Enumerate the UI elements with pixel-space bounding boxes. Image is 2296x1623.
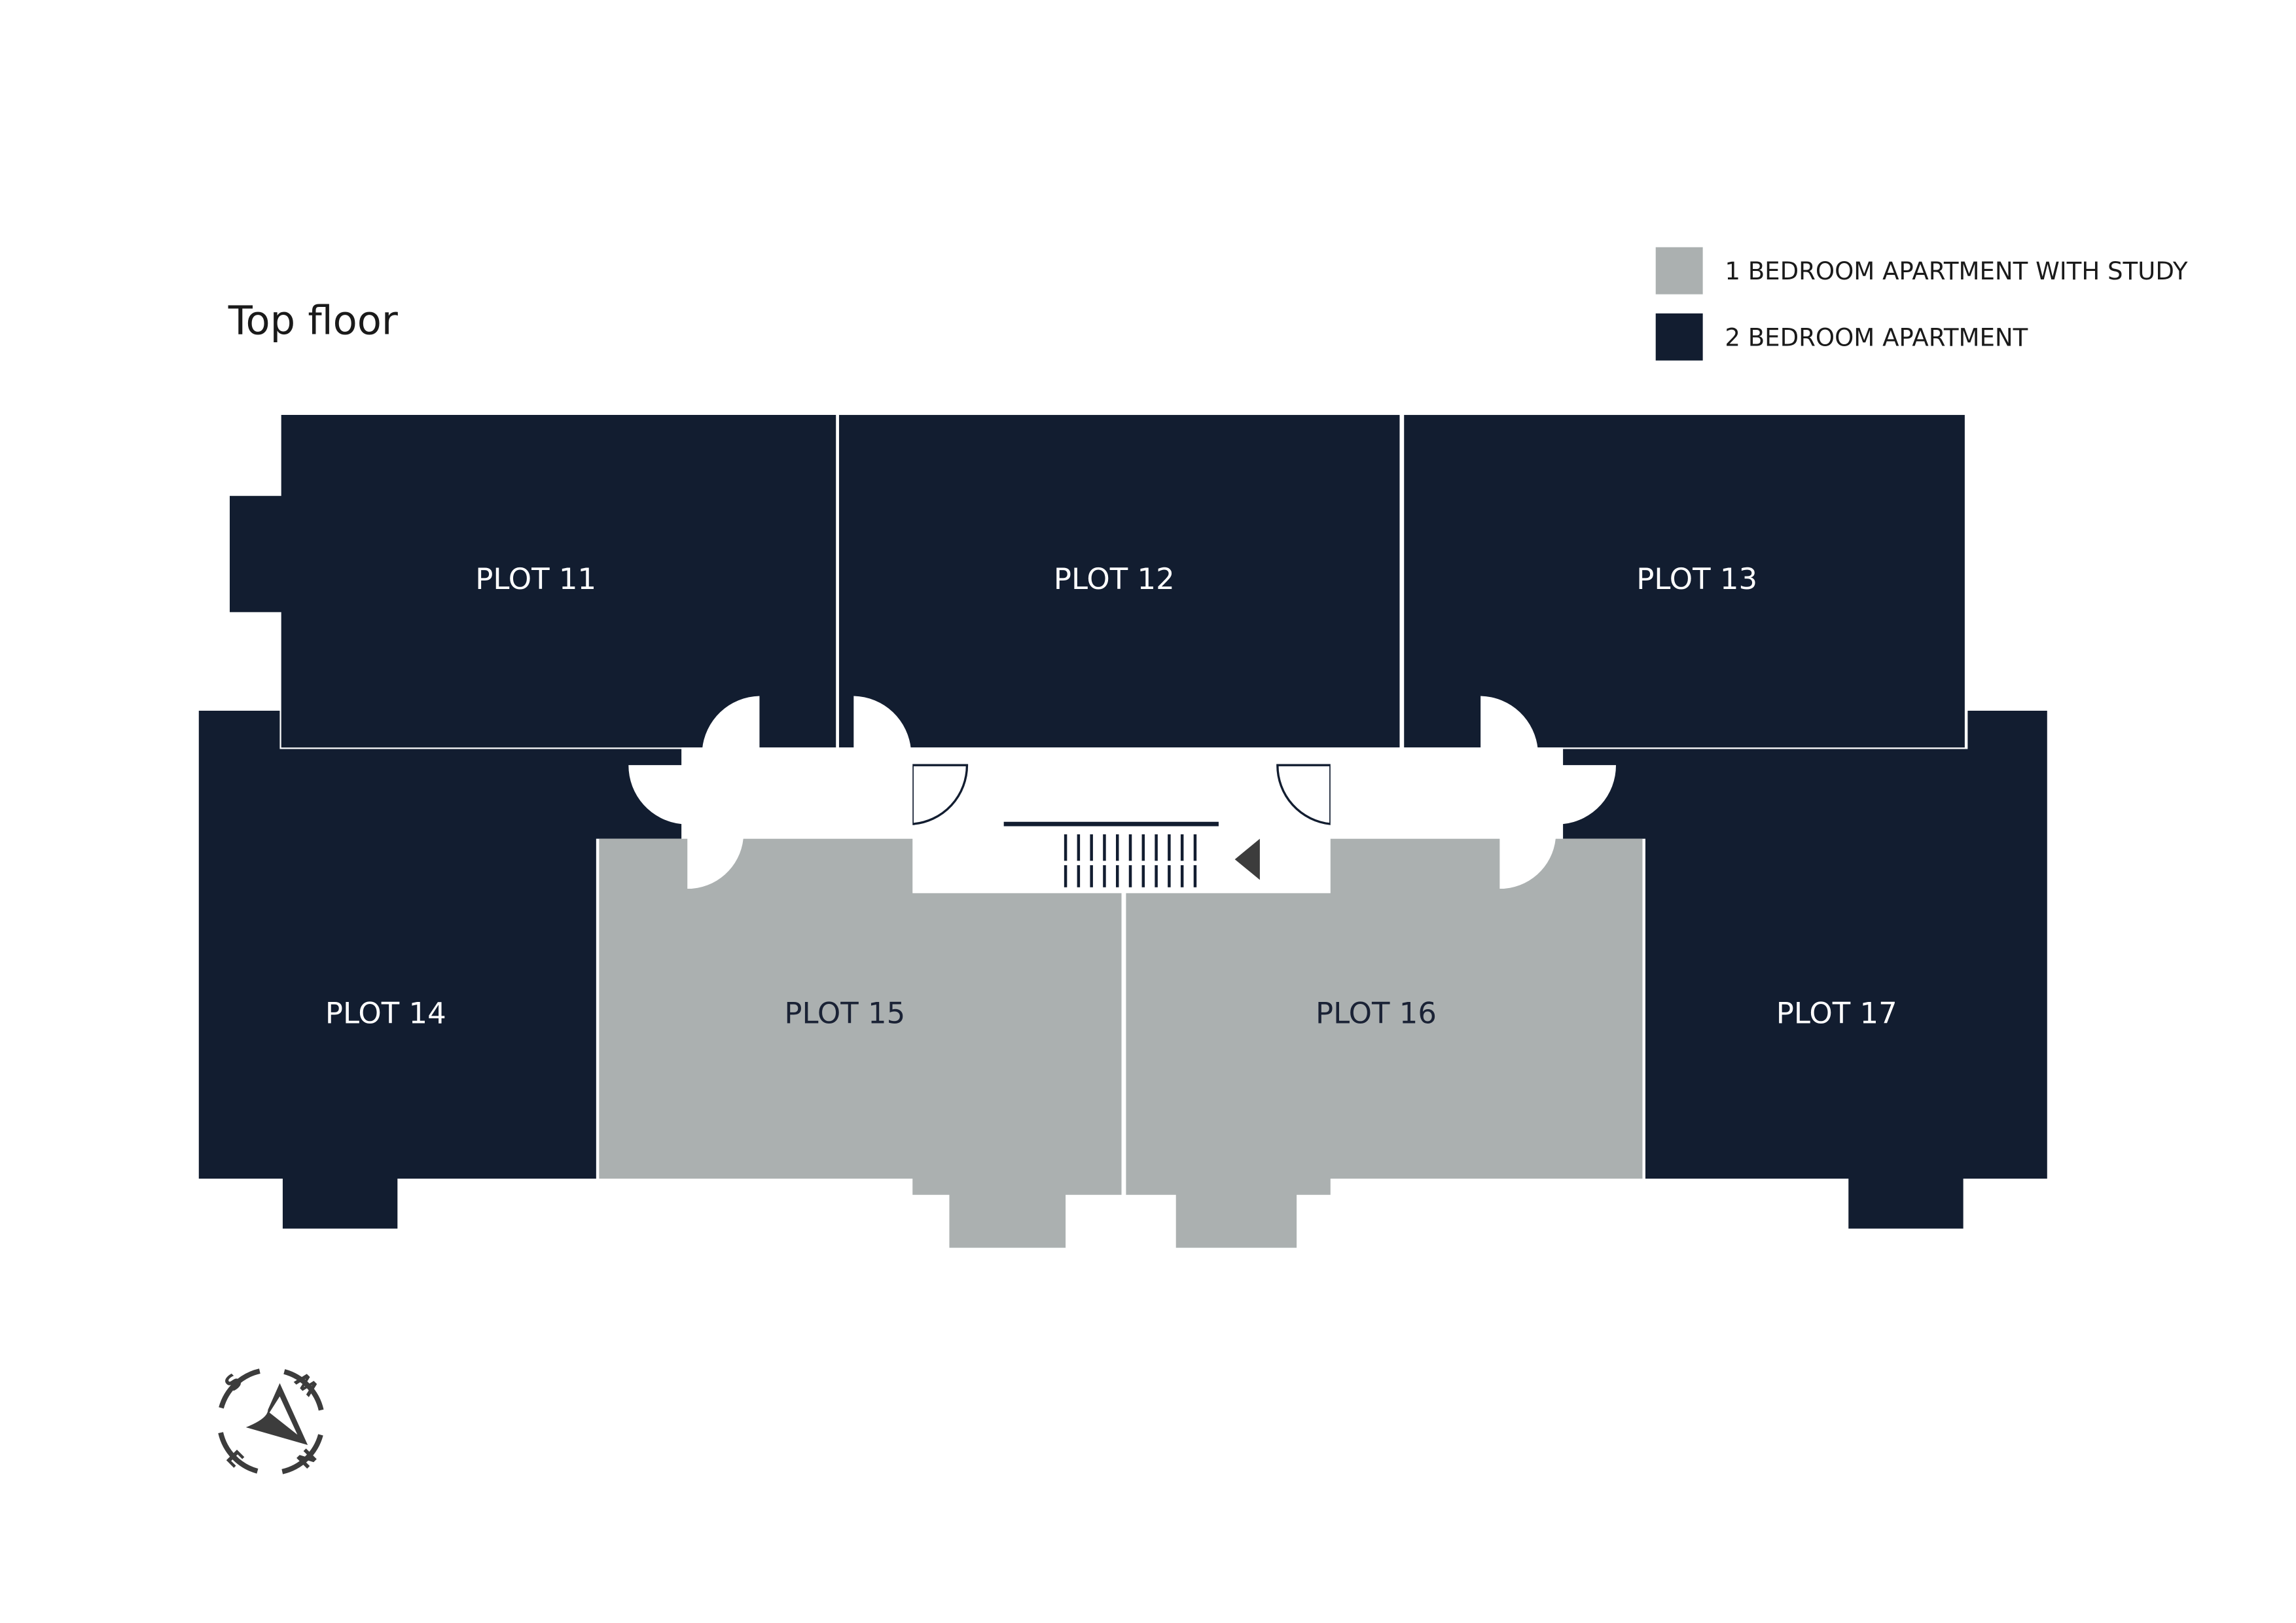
legend-label-2bed: 2 BEDROOM APARTMENT [1725, 323, 2028, 351]
plot-13-label: PLOT 13 [1636, 562, 1757, 596]
plot-14-label: PLOT 14 [325, 995, 446, 1030]
plot-12[interactable]: PLOT 12 [838, 415, 1400, 748]
legend-label-1bed: 1 BEDROOM APARTMENT WITH STUDY [1725, 257, 2187, 285]
plot-17-label: PLOT 17 [1776, 995, 1897, 1030]
stairs-icon [1003, 821, 1260, 887]
plot-16-label: PLOT 16 [1316, 995, 1437, 1030]
legend-swatch-1bed [1655, 247, 1703, 294]
legend: 1 BEDROOM APARTMENT WITH STUDY 2 BEDROOM… [1655, 247, 2188, 361]
plot-14[interactable]: PLOT 14 [198, 710, 682, 1229]
door-swing-corridor-left [911, 764, 969, 825]
plot-11-label: PLOT 11 [475, 562, 596, 596]
plot-13[interactable]: PLOT 13 [1404, 415, 1965, 748]
compass-icon: S W E N [217, 1367, 325, 1476]
compass-west-label: W [291, 1367, 323, 1400]
legend-swatch-2bed [1655, 313, 1703, 361]
plot-17[interactable]: PLOT 17 [1563, 710, 2047, 1229]
plot-16[interactable]: PLOT 16 [1126, 838, 1643, 1248]
plot-15-label: PLOT 15 [784, 995, 905, 1030]
plot-11[interactable]: PLOT 11 [229, 415, 836, 748]
page-title: Top floor [228, 298, 398, 344]
arrow-icon [1234, 838, 1260, 880]
corridor [628, 696, 1616, 893]
door-swing-corridor-right [1276, 764, 1332, 825]
compass-south-label: S [220, 1369, 247, 1396]
plot-12-label: PLOT 12 [1054, 562, 1175, 596]
plot-15[interactable]: PLOT 15 [599, 838, 1122, 1248]
